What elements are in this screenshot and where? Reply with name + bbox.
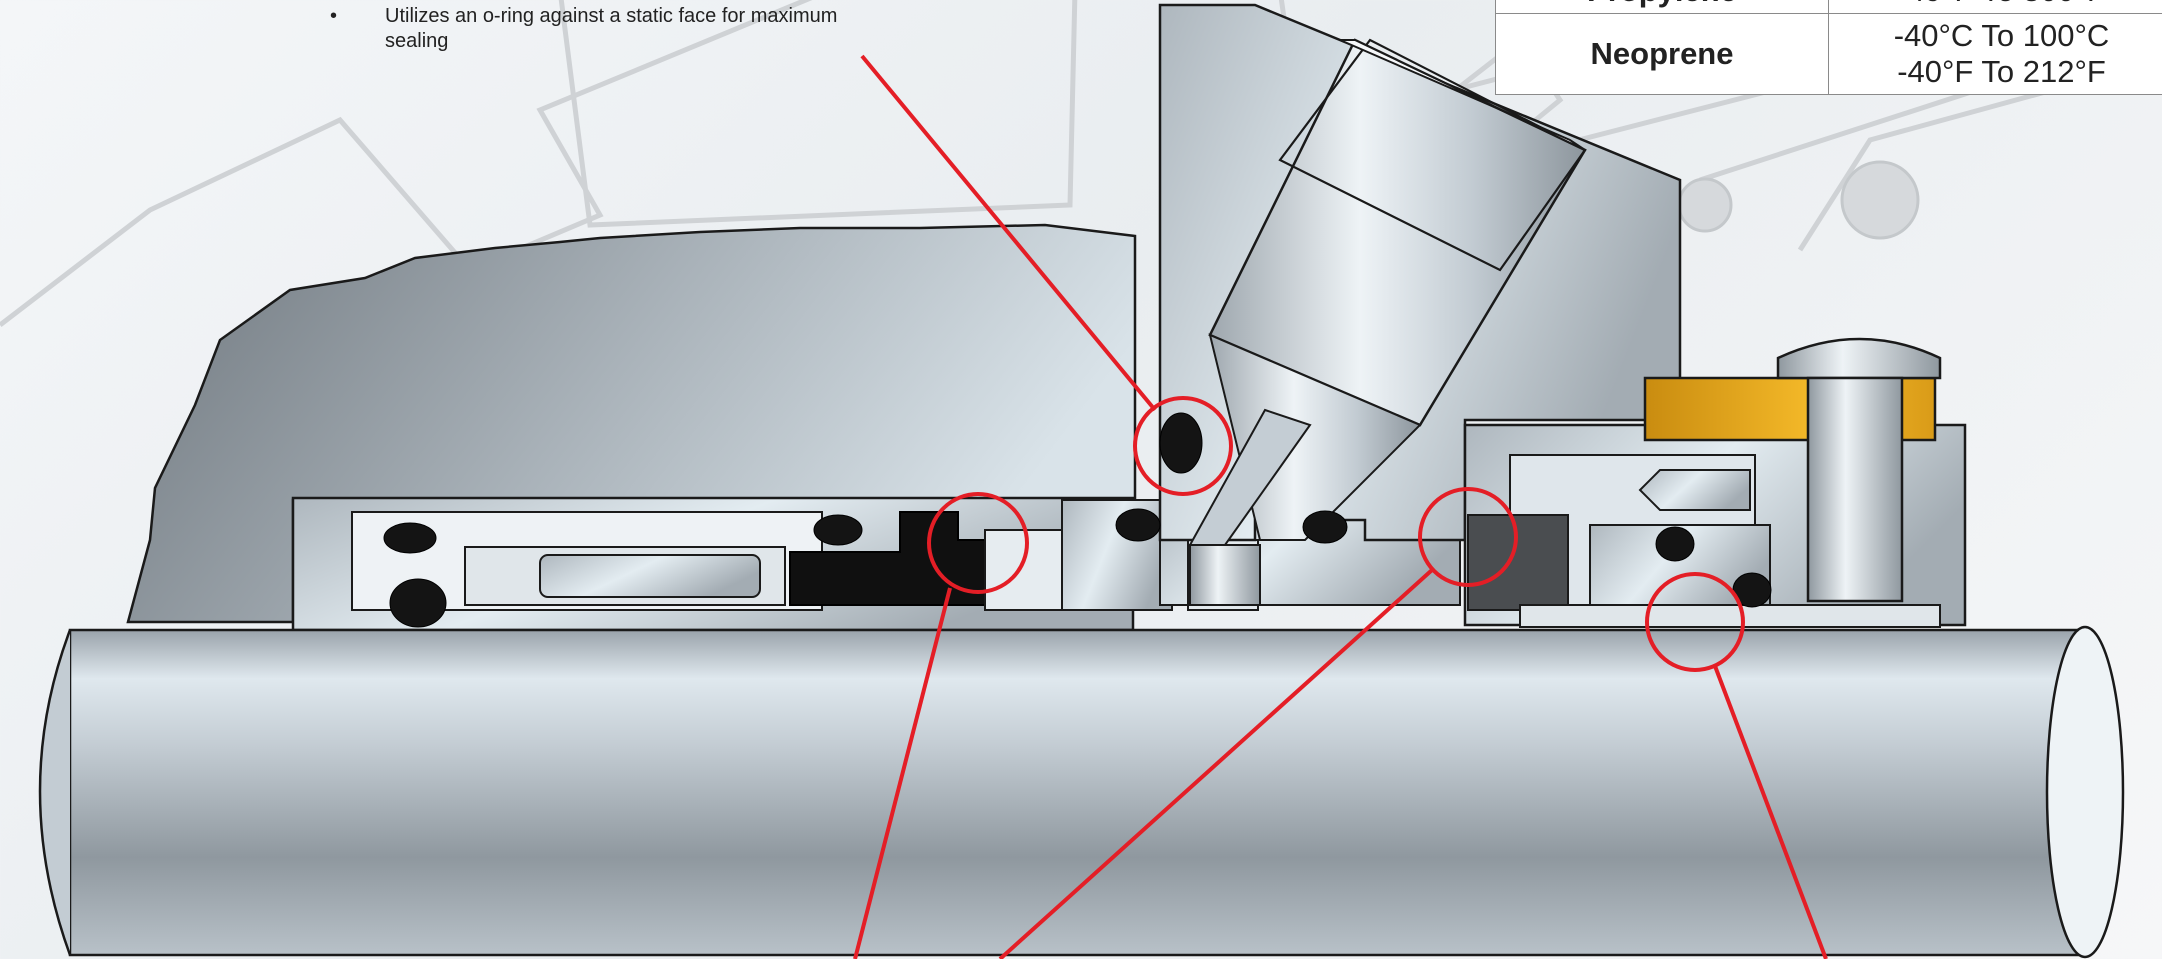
drilled-passage bbox=[1189, 544, 1261, 606]
shaft bbox=[38, 625, 2125, 959]
range-cell: -40°C To 100°C -40°F To 212°F bbox=[1828, 13, 2162, 95]
callout-circle-1 bbox=[1133, 396, 1233, 496]
centering-clip bbox=[1638, 469, 1751, 511]
dark-shoulder bbox=[1467, 514, 1569, 611]
range-cell: -49°F To 300°F bbox=[1828, 0, 2162, 14]
callout-annotations bbox=[853, 54, 1828, 959]
feature-bullet: Utilizes an o-ring against a static face… bbox=[330, 4, 890, 54]
callout-circle-3 bbox=[1418, 487, 1518, 587]
temperature-range-table: Propylene -49°F To 300°F Neoprene -40°C … bbox=[1495, 0, 2162, 95]
upper-gland-oring-icon bbox=[1159, 412, 1203, 474]
spring-slot bbox=[539, 554, 761, 598]
background-bolt-sketch bbox=[1677, 160, 1920, 240]
feature-bullet-list: Utilizes an o-ring against a static face… bbox=[330, 4, 890, 54]
flush-port-pipe bbox=[1188, 38, 1587, 546]
callout-line-4 bbox=[1713, 665, 1828, 959]
table-row: Propylene -49°F To 300°F bbox=[1495, 0, 2162, 14]
o-rings bbox=[383, 412, 1772, 628]
range-celsius: -40°C To 100°C bbox=[1893, 18, 2110, 53]
callout-line-3 bbox=[998, 568, 1434, 959]
callout-circle-2 bbox=[927, 492, 1029, 594]
material-cell: Neoprene bbox=[1495, 13, 1829, 95]
rotary-face bbox=[789, 511, 986, 606]
callout-circle-4 bbox=[1645, 572, 1745, 672]
set-screw-body bbox=[1806, 376, 1904, 603]
lower-collar bbox=[1519, 604, 1941, 628]
range-fahrenheit: -40°F To 212°F bbox=[1897, 54, 2106, 89]
set-screw-head bbox=[1776, 337, 1942, 380]
callout-line-1 bbox=[860, 54, 1157, 412]
callout-line-2 bbox=[853, 587, 952, 959]
material-cell: Propylene bbox=[1495, 0, 1829, 14]
table-row: Neoprene -40°C To 100°C -40°F To 212°F bbox=[1495, 13, 2162, 95]
